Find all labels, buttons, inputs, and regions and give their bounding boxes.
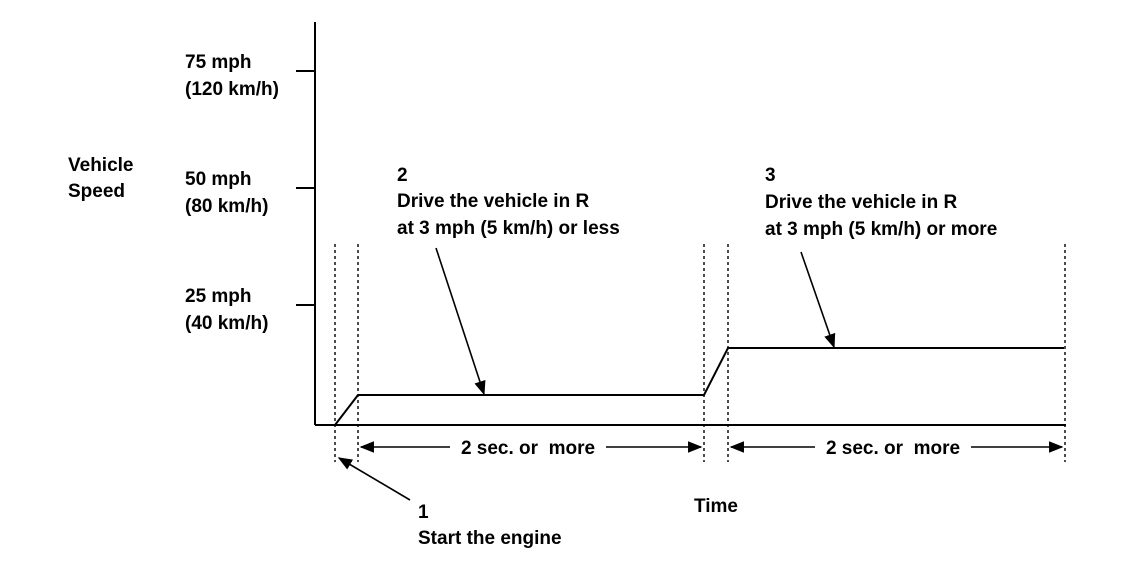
step3-pointer-arrow (800, 251, 836, 349)
step3-line2: at 3 mph (5 km/h) or more (765, 219, 997, 240)
speed-profile-line (334, 347, 1064, 426)
tick-label-25-kmh: (40 km/h) (185, 313, 268, 334)
tick-label-25-mph: 25 mph (185, 286, 252, 307)
step2-line1: Drive the vehicle in R (397, 191, 589, 212)
step2-line2: at 3 mph (5 km/h) or less (397, 218, 620, 239)
tick-label-50-kmh: (80 km/h) (185, 196, 268, 217)
step3-line1: Drive the vehicle in R (765, 192, 957, 213)
duration-label-1: 2 sec. or more (461, 438, 595, 459)
x-axis-label: Time (694, 496, 738, 517)
tick-label-50-mph: 50 mph (185, 169, 252, 190)
step1-number: 1 (418, 502, 429, 523)
step1-pointer-arrow (337, 457, 411, 501)
step2-number: 2 (397, 165, 408, 186)
duration-label-2: 2 sec. or more (826, 438, 960, 459)
step1-text: Start the engine (418, 528, 562, 549)
step3-number: 3 (765, 165, 776, 186)
tick-label-75-mph: 75 mph (185, 52, 252, 73)
tick-label-75-kmh: (120 km/h) (185, 79, 279, 100)
y-axis-label-line2: Speed (68, 181, 125, 202)
y-axis-label-line1: Vehicle (68, 155, 134, 176)
step2-pointer-arrow (435, 247, 486, 396)
